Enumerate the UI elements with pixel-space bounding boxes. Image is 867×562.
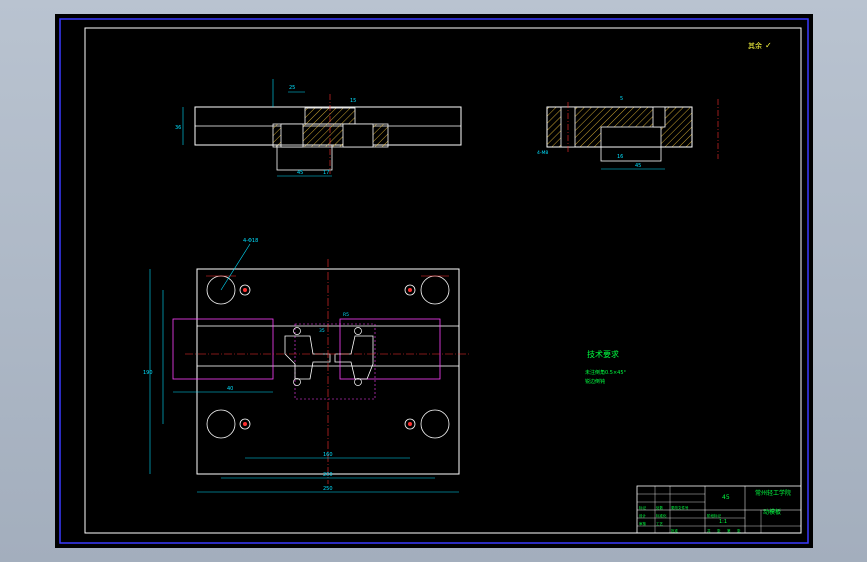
side-height-dim: 36	[175, 125, 181, 131]
inner-border	[84, 27, 802, 534]
title-material: 45	[722, 494, 730, 501]
plan-hole-label: 4-Φ18	[243, 238, 258, 244]
drawing-sheet[interactable]: 其余 ✓ 25 15	[55, 14, 813, 548]
tech-req-line-1: 未注倒角0.5×45°	[585, 369, 627, 376]
title-footer-3: 第	[727, 528, 731, 533]
outer-border	[59, 18, 809, 544]
side-top-dim-a: 25	[289, 85, 295, 91]
title-label-2: 处数	[656, 505, 664, 510]
title-design: 设计	[639, 513, 647, 518]
side-width-bottom-dim: 45	[297, 170, 303, 176]
title-approve: 批准	[671, 528, 679, 533]
title-scale: 1:1	[719, 519, 727, 525]
right-inner-dim: 16	[617, 154, 623, 160]
front-section-view: 25 15 36 45 17	[175, 79, 462, 177]
side-top-dim-b: 15	[350, 98, 356, 104]
title-stage: 阶段标记	[707, 513, 721, 518]
plan-mid-dim: R5	[343, 312, 349, 318]
title-standard: 标准化	[656, 513, 667, 518]
side-small-dim: 17	[323, 170, 329, 176]
plan-height-dim: 190	[143, 370, 153, 376]
drawing-canvas[interactable]: 其余 ✓ 25 15	[55, 14, 813, 548]
title-process: 工艺	[656, 521, 664, 526]
roughness-note: 其余	[748, 41, 762, 50]
title-label-4: 更改文件号	[671, 505, 689, 510]
tech-req-line-2: 锐边倒钝	[585, 378, 605, 385]
title-block: 45 常州轻工学院 动模板 1:1 标记 处数 更改文件号 设计 标准化 阶段标…	[636, 485, 802, 534]
right-bottom-dim: 45	[635, 163, 641, 169]
title-label-1: 标记	[639, 505, 647, 510]
title-school: 常州轻工学院	[755, 489, 791, 497]
plan-inner-b-dim: 200	[323, 472, 333, 478]
right-thread-label: 4-M8	[537, 150, 548, 156]
title-part-name: 动模板	[763, 508, 781, 516]
plan-left-dim: 40	[227, 386, 233, 392]
roughness-symbol: ✓	[765, 41, 772, 50]
right-small-dim: 5	[620, 96, 623, 102]
title-footer-1: 共	[707, 528, 711, 533]
title-review: 审核	[639, 521, 647, 526]
plan-width-dim: 250	[323, 486, 333, 492]
side-section-view: 45 16 5 4-M8	[537, 96, 719, 170]
title-footer-4: 张	[737, 528, 741, 533]
plan-small-dim: 35	[319, 328, 325, 334]
title-footer-2: 张	[717, 528, 721, 533]
plan-view: 250 200 160 190 40 4-Φ18 35 R5	[143, 238, 470, 493]
plan-inner-a-dim: 160	[323, 452, 333, 458]
tech-req-heading: 技术要求	[587, 349, 619, 359]
